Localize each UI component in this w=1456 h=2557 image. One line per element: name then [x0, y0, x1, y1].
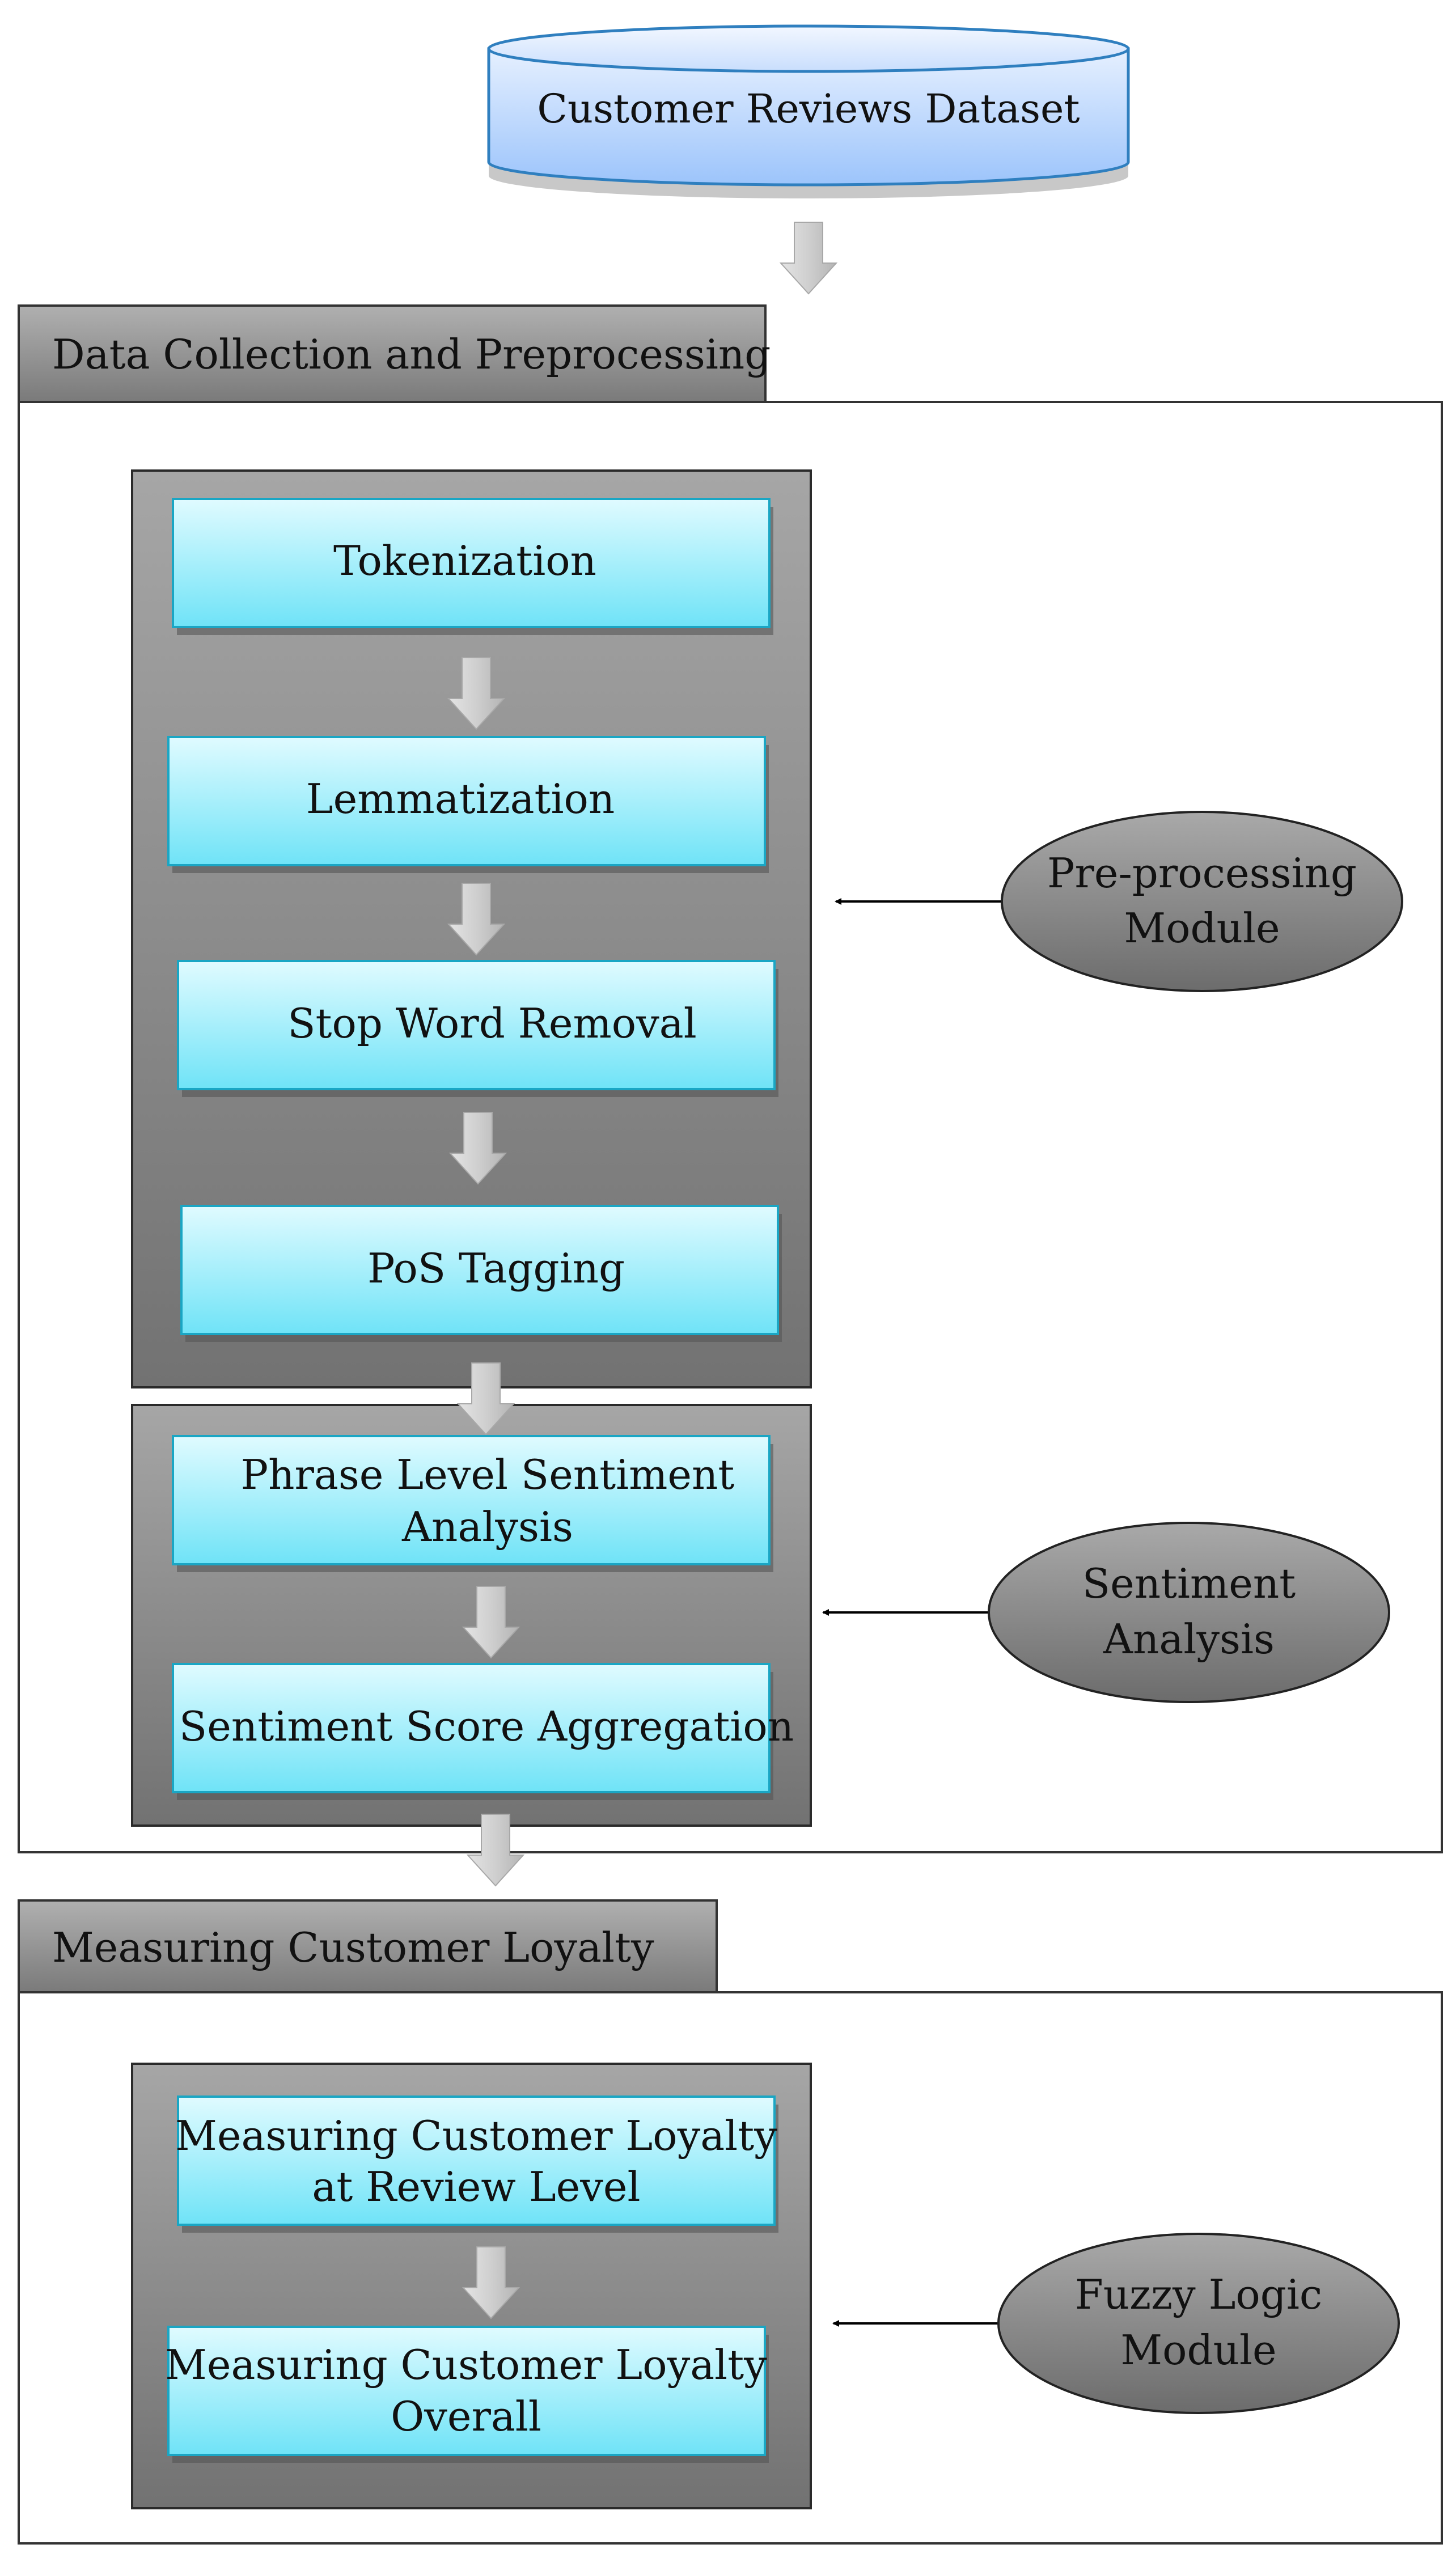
loyalty-section-header: Measuring Customer Loyalty — [18, 1899, 718, 1993]
overall-loyalty-step: Measuring Customer Loyalty Overall — [165, 2326, 769, 2463]
phrase-level-sentiment-label-line1: Phrase Level Sentiment — [241, 1451, 735, 1498]
lemmatization-step: Lemmatization — [167, 736, 769, 873]
phrase-level-sentiment-label-line2: Analysis — [401, 1503, 573, 1551]
sentiment-score-aggregation-step: Sentiment Score Aggregation — [172, 1663, 794, 1800]
review-level-loyalty-label-line1: Measuring Customer Loyalty — [175, 2112, 777, 2160]
overall-loyalty-label-line1: Measuring Customer Loyalty — [165, 2341, 767, 2389]
dataset-label: Customer Reviews Dataset — [537, 86, 1080, 132]
review-level-loyalty-label-line2: at Review Level — [312, 2163, 640, 2211]
pos-tagging-step: PoS Tagging — [180, 1205, 782, 1342]
stop-word-removal-step: Stop Word Removal — [177, 960, 778, 1097]
fuzzy-logic-module-oval: Fuzzy Logic Module — [997, 2233, 1400, 2414]
sentiment-analysis-label-line2: Analysis — [1103, 1615, 1275, 1663]
flow-arrow-dataset-to-preprocessing — [780, 222, 837, 294]
tokenization-step: Tokenization — [172, 498, 773, 635]
dataset-cylinder: Customer Reviews Dataset — [487, 24, 1130, 198]
review-level-loyalty-step: Measuring Customer Loyalty at Review Lev… — [175, 2095, 778, 2233]
lemmatization-label: Lemmatization — [306, 775, 615, 823]
fuzzy-logic-module-label-line2: Module — [1120, 2326, 1276, 2374]
preprocessing-module-oval: Pre-processing Module — [1001, 811, 1403, 992]
fuzzy-logic-module-label-line1: Fuzzy Logic — [1075, 2271, 1322, 2318]
preprocessing-module-label-line2: Module — [1124, 904, 1280, 952]
phrase-level-sentiment-step: Phrase Level Sentiment Analysis — [172, 1435, 773, 1572]
preprocessing-module-label-line1: Pre-processing — [1047, 849, 1357, 897]
tokenization-label: Tokenization — [333, 537, 596, 585]
sentiment-analysis-label-line1: Sentiment — [1082, 1560, 1296, 1607]
overall-loyalty-label-line2: Overall — [391, 2393, 541, 2440]
sentiment-score-aggregation-label: Sentiment Score Aggregation — [179, 1703, 794, 1750]
preprocessing-section-title: Data Collection and Preprocessing — [52, 331, 771, 378]
sentiment-analysis-oval: Sentiment Analysis — [988, 1522, 1390, 1703]
stop-word-removal-label: Stop Word Removal — [287, 1000, 697, 1047]
loyalty-section-title: Measuring Customer Loyalty — [52, 1924, 654, 1971]
pos-tagging-label: PoS Tagging — [367, 1244, 625, 1292]
preprocessing-section-header: Data Collection and Preprocessing — [18, 304, 771, 403]
